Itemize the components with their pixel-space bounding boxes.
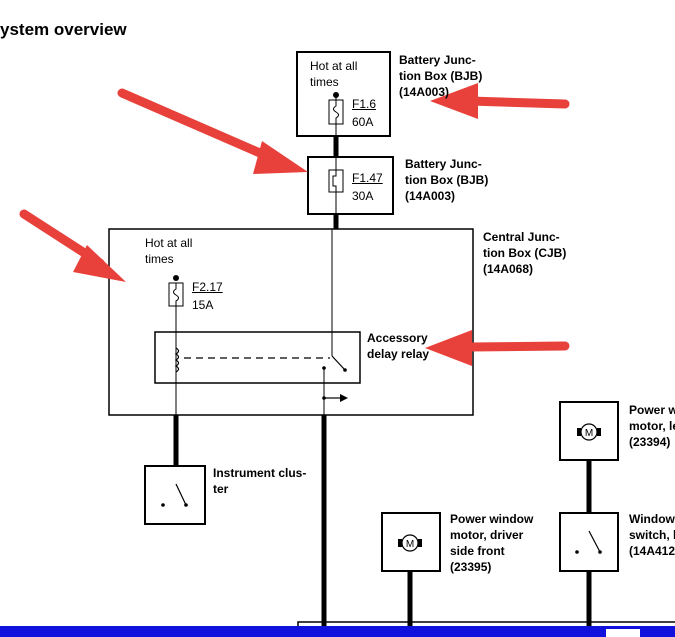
relay-box [154,331,361,384]
svg-text:M: M [406,539,414,550]
cjb-label: Central Junc- tion Box (CJB) (14A068) [483,230,567,276]
fuse-f160-amp: 60A [352,115,374,129]
bjb-second-box [307,156,394,215]
fuse-f160-node [333,92,339,98]
cjb-inner-text: Hot at all times [145,236,193,266]
relay-contact-a [322,366,326,370]
annotation-arrow-1 [430,83,570,119]
relay-coil [174,347,180,373]
switch-blade [588,530,601,553]
fuse-f217-node [173,275,179,281]
bjb-top-box [296,51,391,137]
instrument-cluster-box [144,465,206,525]
fuse-f217-amp: 15A [192,298,214,312]
motor-left-icon: M [577,423,601,441]
window-switch-box [559,512,619,572]
motor-driver-icon: M [398,534,422,552]
motor-driver-label: Power window motor, driver side front (2… [450,512,534,574]
page-title: ystem overview [0,20,127,39]
cluster-contact-a [161,503,165,507]
bjb-top-label: Battery Junc- tion Box (BJB) (14A003) [399,53,483,99]
bjb-top-inner-text: Hot at all times [310,59,358,89]
fuse-f160-id: F1.6 [352,97,377,111]
switch-contact-a [575,550,579,554]
cjb-output-arrowhead [340,394,348,402]
relay-label: Accessory delay relay [367,331,430,361]
cluster-switch-blade [175,483,187,506]
bottom-bar [0,626,675,637]
svg-text:M: M [585,428,593,439]
bjb-second-label: Battery Junc- tion Box (BJB) (14A003) [405,157,489,203]
motor-left-label: Power w motor, le (23394) [629,403,675,449]
annotation-arrow-3 [19,209,126,282]
annotation-arrow-2 [117,88,308,174]
cjb-box [108,228,474,416]
fuse-f147-id: F1.47 [352,171,383,185]
annotation-arrow-4 [425,330,570,366]
fuse-f217-id: F2.17 [192,280,223,294]
relay-switch-blade [331,355,346,371]
instrument-cluster-label: Instrument clus- ter [213,466,307,496]
window-switch-label: Window switch, l (14A412 [629,512,675,558]
fuse-f147-amp: 30A [352,189,374,203]
bottom-bar-box [606,629,640,637]
